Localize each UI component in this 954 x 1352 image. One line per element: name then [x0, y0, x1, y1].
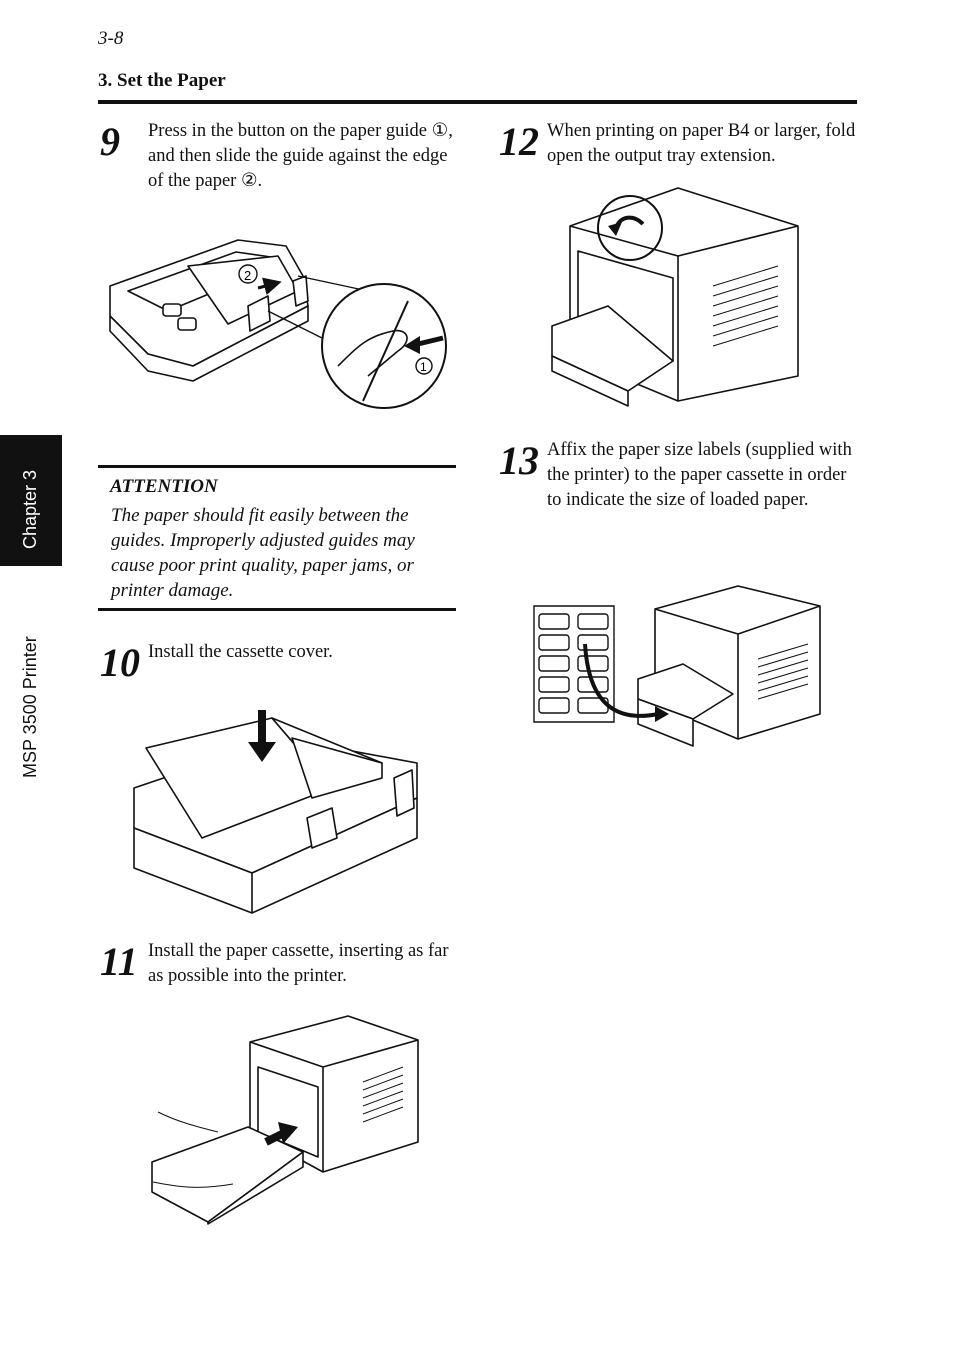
- step-11-number: 11: [100, 939, 138, 984]
- figure-size-labels: [533, 584, 823, 749]
- chapter-label: Chapter 3: [20, 469, 40, 549]
- page-number: 3-8: [98, 28, 124, 49]
- chapter-tab: Chapter 3: [0, 435, 62, 566]
- product-label: MSP 3500 Printer: [20, 636, 40, 778]
- step-11-text: Install the paper cassette, inserting as…: [148, 941, 449, 986]
- step-12-text: When printing on paper B4 or larger, fol…: [547, 121, 856, 166]
- header-rule: [98, 100, 857, 104]
- attention-body: The paper should fit easily between the …: [111, 505, 415, 601]
- figure-output-tray: [548, 186, 803, 412]
- step-9-number: 9: [100, 119, 120, 164]
- callout-1: 1: [420, 360, 427, 374]
- attention-title: ATTENTION: [110, 476, 218, 497]
- step-10-number: 10: [100, 640, 140, 685]
- step-13-number: 13: [499, 438, 539, 483]
- step-13-text: Affix the paper size labels (supplied wi…: [547, 440, 852, 510]
- step-9-text: Press in the button on the paper guide ①…: [148, 121, 453, 191]
- figure-install-cassette: [138, 1012, 420, 1224]
- attention-rule-bottom: [98, 608, 456, 611]
- section-title: 3. Set the Paper: [98, 70, 226, 91]
- step-10-text: Install the cassette cover.: [148, 642, 333, 662]
- callout-2: 2: [244, 268, 251, 283]
- step-12-number: 12: [499, 119, 539, 164]
- figure-paper-guide: 2 1: [108, 236, 453, 411]
- attention-rule-top: [98, 465, 456, 468]
- figure-cassette-cover: [132, 708, 422, 913]
